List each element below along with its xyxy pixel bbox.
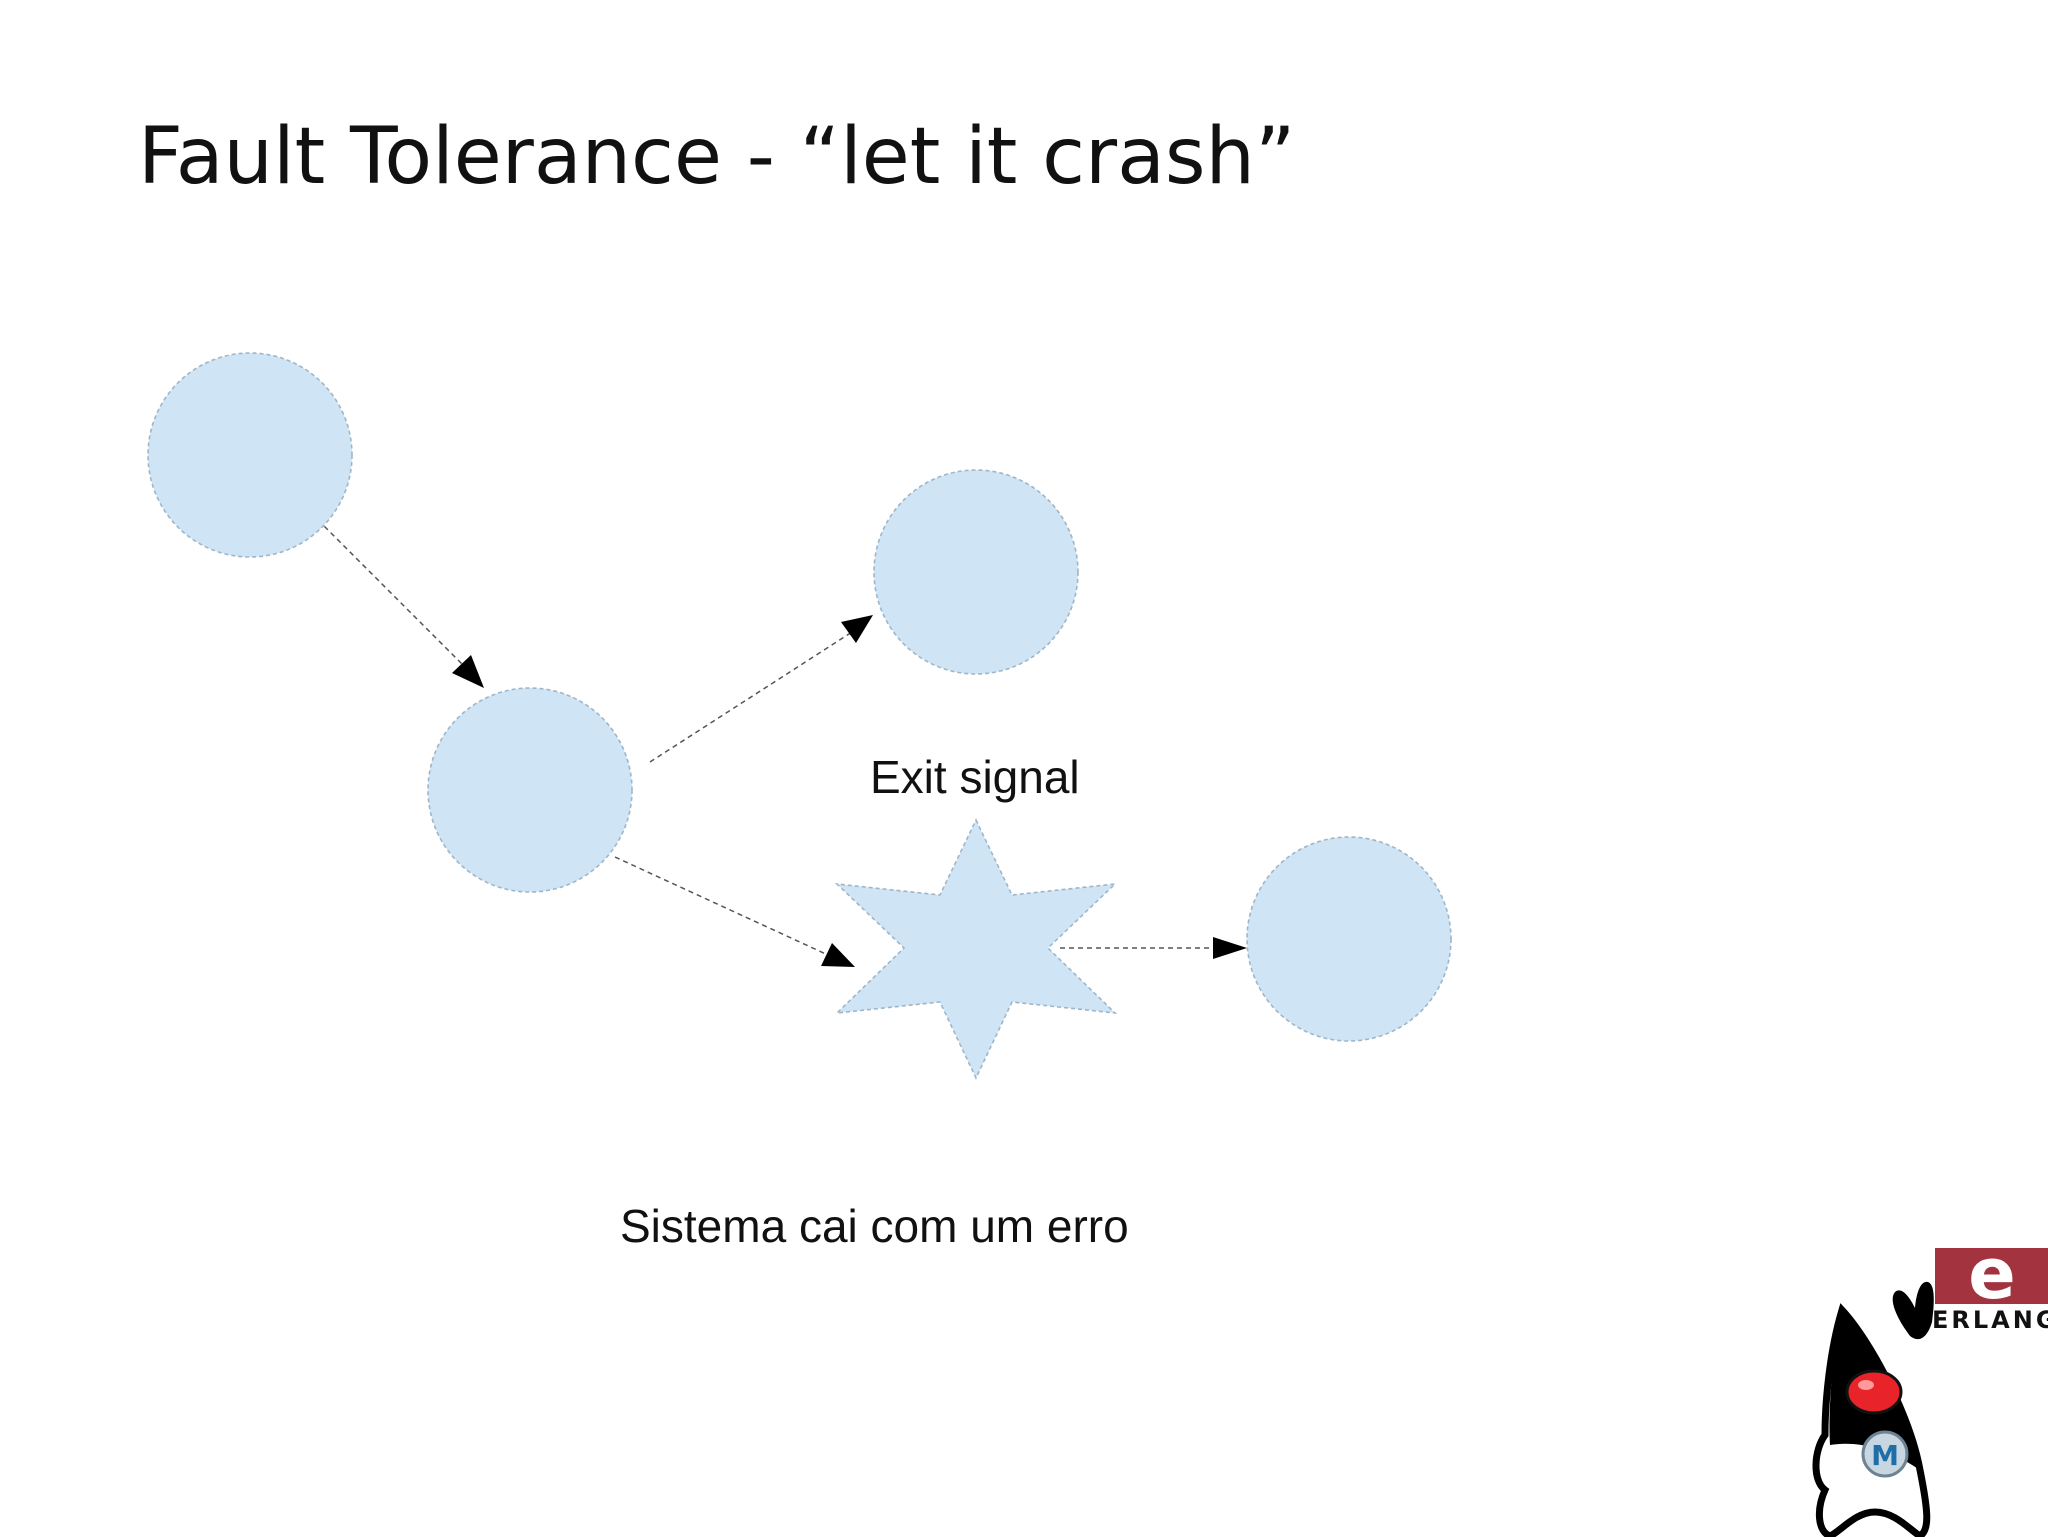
process-node-root <box>147 352 353 558</box>
erlang-logo-text: ERLANG <box>1932 1306 2048 1334</box>
process-node-linked <box>1246 836 1452 1042</box>
arrowhead-middle-to-crash <box>821 943 855 967</box>
crashed-process-star <box>834 818 1118 1080</box>
slide-title: Fault Tolerance - “let it crash” <box>138 112 1296 202</box>
edge-middle-to-crash <box>614 856 829 956</box>
exit-signal-label: Exit signal <box>870 751 1080 803</box>
edge-middle-to-upper <box>649 631 853 763</box>
slide-caption: Sistema cai com um erro <box>620 1200 1129 1252</box>
arrowhead-crash-to-linked <box>1213 937 1247 959</box>
process-node-upper <box>873 469 1079 675</box>
erlang-duke-logo: e ERLANG M <box>1812 1240 2048 1537</box>
edge-root-to-middle <box>317 519 466 668</box>
process-node-middle <box>427 687 633 893</box>
erlang-logo-icon: e ERLANG <box>1932 1240 2048 1334</box>
erlang-logo-letter: e <box>1968 1240 2015 1315</box>
duke-badge-letter: M <box>1871 1439 1899 1472</box>
arrowhead-root-to-middle <box>452 655 484 688</box>
arrowhead-middle-to-upper <box>841 615 873 643</box>
duke-mascot-icon: M <box>1812 1281 1934 1537</box>
